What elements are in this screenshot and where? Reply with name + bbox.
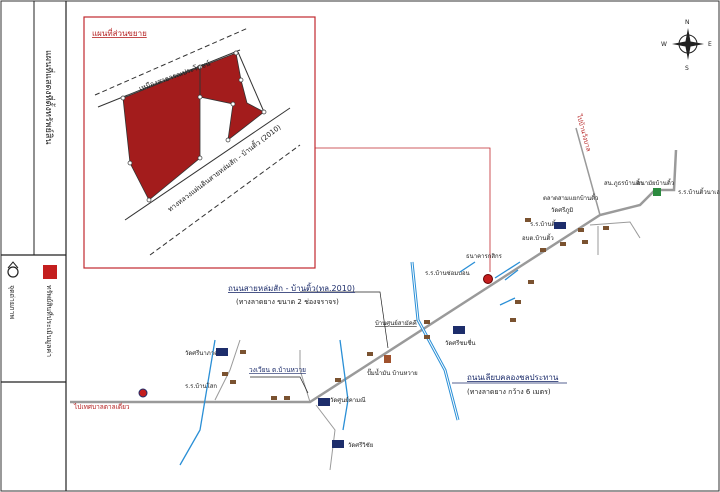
compass-icon: N E S W [661, 19, 712, 72]
camera-point-icon [7, 261, 19, 278]
place-labels: สน.ภูธรบ้านติ้ว อนามัยบ้านติ้ว ร.ร.บ้านต… [185, 177, 720, 449]
inset-title: แผนที่ส่วนขยาย [92, 27, 147, 38]
svg-text:W: W [661, 41, 667, 48]
inset-map: แผนที่ส่วนขยาย เหมืองสาธารณประโยชน์ ทางห… [83, 16, 316, 269]
svg-text:วัดศรีวิชัย: วัดศรีวิชัย [348, 441, 373, 449]
house-icons [222, 218, 609, 400]
svg-text:วงเวียน ต.บ้านหวาย: วงเวียน ต.บ้านหวาย [249, 366, 306, 374]
legend-title: แผนที่แสดงที่ตั้งทรัพย์สิน [43, 50, 56, 144]
canal-road-label: ถนนเลียบคลองชลประทาน [467, 373, 559, 382]
svg-text:บ้านศูนย์สามัคคี: บ้านศูนย์สามัคคี [375, 319, 417, 327]
property-location-marker [483, 274, 493, 284]
inset-connector [315, 147, 491, 272]
legend-item-photo: จุดถ่ายภาพ [8, 285, 16, 319]
svg-text:ตลาดสามแยกบ้านติ้ว: ตลาดสามแยกบ้านติ้ว [543, 192, 598, 202]
svg-text:ธนาคารกสิกร: ธนาคารกสิกร [466, 253, 503, 260]
svg-text:ร.ร.บ้านติ้ว: ร.ร.บ้านติ้ว [530, 218, 559, 228]
to-west-label: ไปเทศบาลตาลเดี่ยว [73, 402, 130, 411]
legend-item-property: ทรัพย์สินที่ประเมินมูลค่า [45, 285, 54, 357]
road-network [70, 127, 678, 471]
svg-text:อบต.บ้านติ้ว: อบต.บ้านติ้ว [522, 232, 554, 242]
main-road-label: ถนนสายหล่มสัก - บ้านติ้ว(ทล.2010) [228, 282, 355, 293]
legend-panel: แผนที่แสดงที่ตั้งทรัพย์สิน ทรัพย์สินที่ป… [1, 1, 67, 491]
main-road-desc: (ทางลาดยาง ขนาด 2 ช่องจราจร) [236, 298, 339, 306]
gas-station-icon [384, 355, 391, 363]
svg-text:ร.ร.บ้านโสก: ร.ร.บ้านโสก [185, 382, 217, 390]
landmark-icon [138, 388, 148, 398]
red-square-icon [43, 265, 57, 279]
svg-text:ร.ร.บ้านซ่อมบอน: ร.ร.บ้านซ่อมบอน [425, 270, 470, 277]
svg-text:N: N [685, 19, 690, 26]
temple-icons [216, 222, 566, 448]
svg-text:อนามัยบ้านติ้ว: อนามัยบ้านติ้ว [637, 177, 674, 187]
svg-text:ปั๊มน้ำมัน บ้านหวาย: ปั๊มน้ำมัน บ้านหวาย [367, 367, 418, 377]
svg-text:วัดศรีภูมิ: วัดศรีภูมิ [551, 206, 573, 214]
svg-text:S: S [685, 65, 689, 72]
svg-text:E: E [708, 41, 712, 48]
svg-text:วัดศูนย์คามณี: วัดศูนย์คามณี [330, 396, 366, 404]
rivers [179, 261, 521, 466]
canal-road [410, 261, 460, 421]
health-center-icon [653, 188, 661, 196]
svg-text:สน.ภูธรบ้านติ้ว: สน.ภูธรบ้านติ้ว [604, 177, 643, 187]
svg-text:วัดศรีชมชื่น: วัดศรีชมชื่น [445, 339, 476, 347]
canal-road-desc: (ทางลาดยาง กว้าง 6 เมตร) [467, 388, 551, 396]
svg-text:วัดศรีนาภาค: วัดศรีนาภาค [185, 349, 218, 357]
svg-text:ร.ร.บ้านติ้วนาเลา: ร.ร.บ้านติ้วนาเลา [678, 186, 720, 196]
